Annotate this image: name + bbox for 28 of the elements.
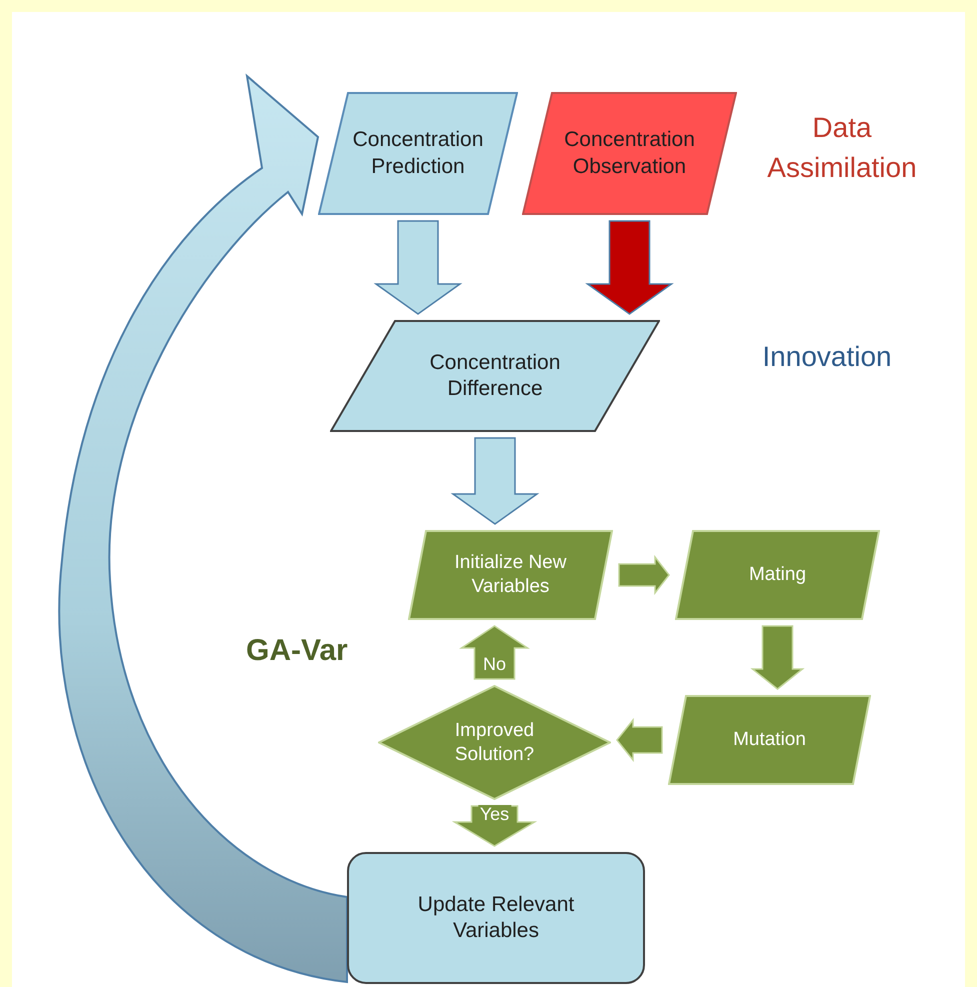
decision-diamond (378, 685, 611, 800)
process-box (347, 852, 645, 984)
edge-label: No (481, 654, 508, 672)
node-label: Initialize New Variables (454, 551, 568, 599)
block-arrow (618, 554, 670, 596)
data-parallelogram (330, 320, 660, 432)
data-parallelogram (408, 530, 613, 620)
section-label: GA-Var (246, 633, 348, 669)
node-label: Mutation (732, 728, 807, 752)
node-label: Mating (748, 563, 808, 587)
data-parallelogram (522, 92, 737, 215)
node-label: Concentration Prediction (352, 127, 484, 180)
node-label: Update Relevant Variables (416, 892, 576, 944)
data-parallelogram (318, 92, 518, 215)
block-arrow (750, 625, 805, 690)
curved-arrow (58, 75, 348, 983)
section-label: Innovation (761, 340, 893, 374)
block-arrow (450, 437, 540, 525)
edge-label: Yes (478, 805, 512, 823)
data-parallelogram (675, 530, 880, 620)
block-arrow (374, 220, 462, 315)
section-label: Data Assimilation (766, 111, 918, 185)
node-label: Concentration Observation (563, 127, 696, 180)
node-label: Concentration Difference (428, 350, 562, 402)
node-label: Improved Solution? (454, 718, 536, 766)
data-parallelogram (668, 695, 871, 785)
block-arrow (585, 220, 674, 315)
block-arrow (616, 718, 663, 762)
